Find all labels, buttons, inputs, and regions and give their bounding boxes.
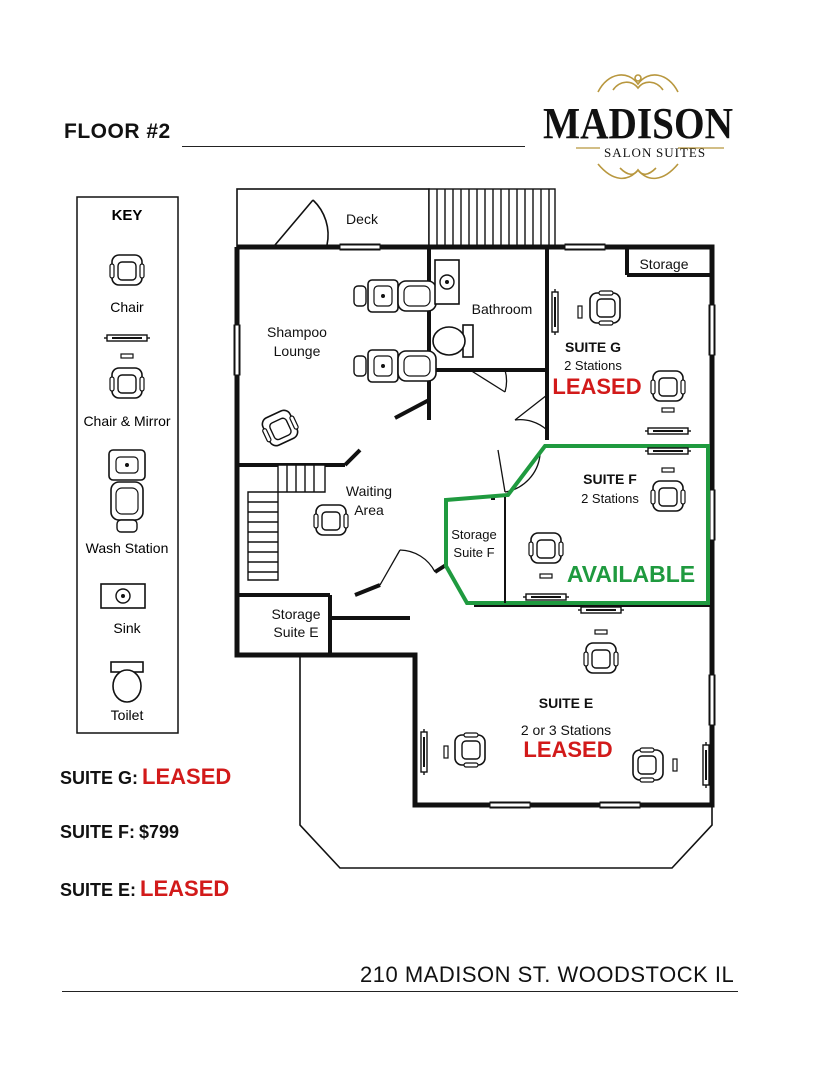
suite-g-stations: 2 Stations bbox=[564, 358, 622, 373]
suite-e-stations: 2 or 3 Stations bbox=[521, 722, 611, 738]
suite-g-name: SUITE G bbox=[565, 339, 621, 355]
suite-e-status: LEASED bbox=[523, 737, 612, 762]
status-value-f: $799 bbox=[139, 822, 180, 842]
title-rule bbox=[182, 146, 525, 147]
bathroom-toilet bbox=[432, 324, 474, 358]
toilet-icon bbox=[110, 661, 144, 703]
room-label-storage-f-1: Storage bbox=[451, 527, 497, 542]
chair-mirror-stool bbox=[120, 353, 134, 359]
madison-logo: MADISON SALON SUITES bbox=[543, 74, 733, 180]
sink-icon bbox=[100, 583, 146, 609]
logo-sub-left: SALON bbox=[604, 145, 652, 160]
stairs-top bbox=[428, 188, 556, 248]
status-suite-e: SUITE E:LEASED bbox=[60, 876, 229, 902]
floor-title: FLOOR #2 bbox=[64, 120, 171, 143]
wash-station-1 bbox=[353, 279, 437, 313]
suite-e-name: SUITE E bbox=[539, 695, 593, 711]
room-label-waiting-2: Area bbox=[354, 502, 384, 518]
status-label-e: SUITE E: bbox=[60, 880, 137, 900]
chair-mirror-chair bbox=[109, 367, 145, 399]
room-label-storage-f-2: Suite F bbox=[453, 545, 494, 560]
key-label-chair-mirror: Chair & Mirror bbox=[83, 413, 170, 429]
suite-f-name: SUITE F bbox=[583, 471, 637, 487]
room-label-shampoo-1: Shampoo bbox=[267, 324, 327, 340]
status-suite-g: SUITE G:LEASED bbox=[60, 764, 231, 790]
status-value-g: LEASED bbox=[142, 764, 232, 789]
key-title: KEY bbox=[112, 207, 143, 224]
logo-flourish-bottom bbox=[597, 163, 679, 180]
logo-sub-right: SUITES bbox=[656, 145, 706, 160]
suite-f-stations: 2 Stations bbox=[581, 491, 639, 506]
suite-e-station-1 bbox=[577, 606, 625, 674]
chair-icon bbox=[109, 254, 145, 286]
porch bbox=[299, 655, 713, 869]
room-label-waiting-1: Waiting bbox=[346, 483, 392, 499]
exterior-walls bbox=[234, 244, 715, 808]
suite-e-station-2 bbox=[420, 728, 486, 776]
waiting-chair bbox=[313, 504, 349, 536]
suite-f-status: AVAILABLE bbox=[567, 561, 695, 587]
key-label-sink: Sink bbox=[113, 620, 141, 636]
chair-mirror-icon bbox=[103, 334, 151, 342]
suite-g-station-1 bbox=[551, 288, 621, 336]
suite-g-station-2 bbox=[644, 370, 692, 435]
status-value-e: LEASED bbox=[140, 876, 230, 901]
room-label-storage-e-2: Suite E bbox=[273, 624, 318, 640]
room-label-bathroom: Bathroom bbox=[472, 301, 533, 317]
room-label-deck: Deck bbox=[346, 211, 379, 227]
status-suite-f: SUITE F:$799 bbox=[60, 822, 179, 843]
suite-f-outline bbox=[444, 444, 710, 605]
status-label-g: SUITE G: bbox=[60, 768, 139, 788]
suite-f-station-2 bbox=[522, 532, 570, 601]
room-label-shampoo-2: Lounge bbox=[274, 343, 321, 359]
logo-flourish-top bbox=[597, 74, 679, 93]
suite-f-station-1 bbox=[644, 447, 692, 512]
room-label-storage-e-1: Storage bbox=[271, 606, 320, 622]
logo-word: MADISON bbox=[543, 99, 733, 148]
key-label-chair: Chair bbox=[110, 299, 144, 315]
windows bbox=[235, 245, 714, 807]
doors bbox=[379, 369, 548, 586]
key-label-toilet: Toilet bbox=[111, 707, 144, 723]
suite-e-station-3 bbox=[632, 741, 710, 789]
stairs-left bbox=[247, 464, 326, 581]
deck bbox=[236, 188, 430, 248]
suite-g-status: LEASED bbox=[552, 374, 641, 399]
shampoo-chair bbox=[257, 406, 303, 450]
status-label-f: SUITE F: bbox=[60, 822, 135, 842]
room-label-storage-top: Storage bbox=[639, 256, 688, 272]
address-rule bbox=[62, 991, 738, 992]
address: 210 MADISON ST. WOODSTOCK IL bbox=[360, 962, 735, 987]
key-label-wash-station: Wash Station bbox=[86, 540, 169, 556]
bathroom-sink bbox=[434, 259, 460, 305]
wash-station-2 bbox=[353, 349, 437, 383]
